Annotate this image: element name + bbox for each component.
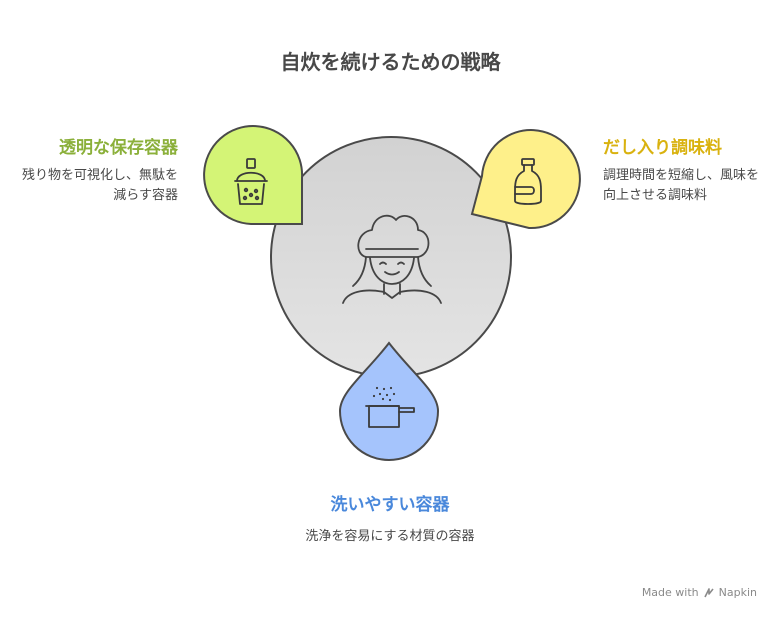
washable-container-description: 洗浄を容易にする材質の容器 [305,529,475,544]
seasoning-description: 調理時間を短縮し、風味を向上させる調味料 [603,168,760,203]
seasoning-bottle-icon [514,158,542,205]
chef-icon [342,214,442,304]
clear-container-description: 残り物を可視化し、無駄を減らす容器 [21,168,178,203]
seasoning-title: だし入り調味料 [603,138,722,158]
napkin-logo-icon [703,587,714,597]
diagram-title: 自炊を続けるための戦略 [280,50,501,74]
droplet-pot [338,341,440,461]
droplet-clear-container [203,125,304,225]
steam-dots [372,386,396,402]
pot-icon [365,405,415,428]
droplet-seasoning [470,129,581,230]
clear-container-icon [234,158,268,205]
credit[interactable]: Made with Napkin [642,586,757,599]
credit-prefix: Made with [641,586,699,599]
clear-container-title: 透明な保存容器 [59,138,178,158]
credit-brand: Napkin [718,586,757,599]
washable-container-title: 洗いやすい容器 [330,495,450,515]
